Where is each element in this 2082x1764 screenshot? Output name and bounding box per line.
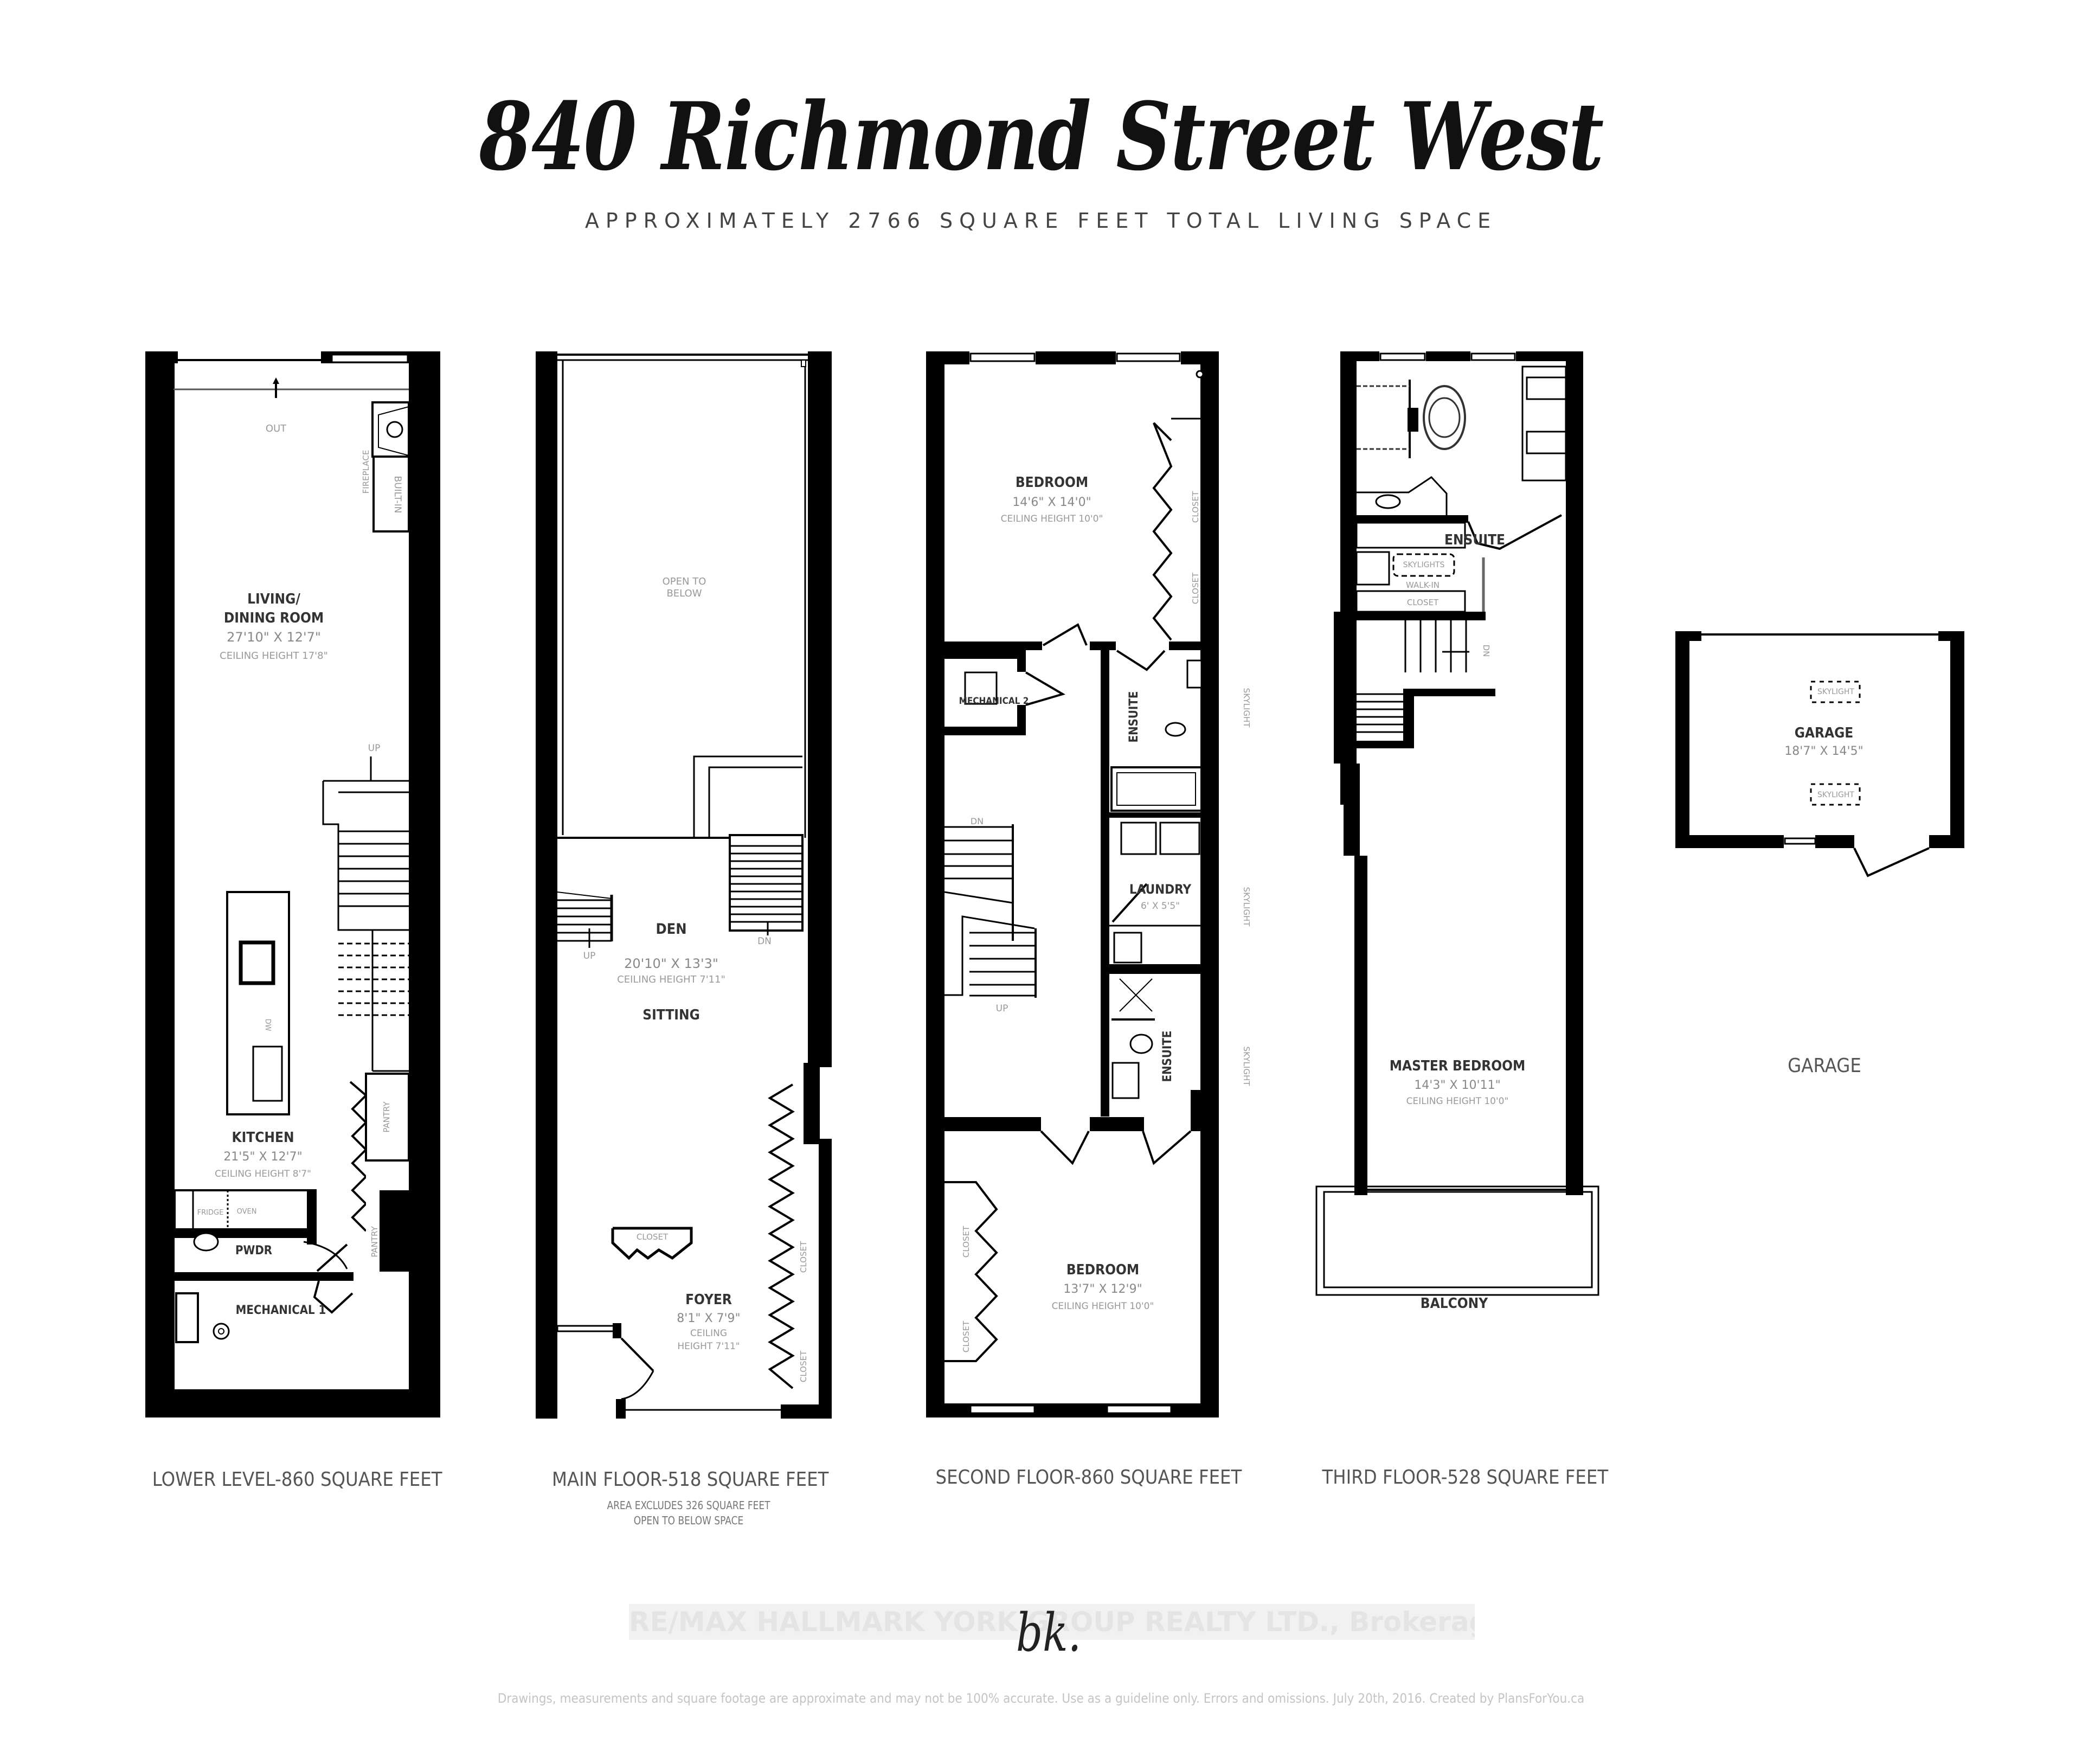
closet-label-1: CLOSET <box>1191 491 1200 523</box>
skylights-label: SKYLIGHTS <box>1403 561 1445 569</box>
room-bedroom-1-ceiling: CEILING HEIGHT 10'0" <box>1001 514 1103 524</box>
floor-label-main-floor: MAIN FLOOR-518 SQUARE FEET <box>552 1468 829 1491</box>
closet-label-2: CLOSET <box>1191 572 1200 604</box>
room-foyer-label: FOYER <box>685 1292 732 1308</box>
brokerage-watermark: RE/MAX HALLMARK YORK GROUP REALTY LTD., … <box>629 1604 1475 1640</box>
pantry-label-2: PANTRY <box>370 1226 380 1257</box>
closet-label-3: CLOSET <box>961 1226 971 1258</box>
dishwasher-label: DW <box>264 1019 272 1031</box>
room-mechanical-2-label: MECHANICAL 2 <box>959 696 1029 707</box>
room-bedroom-2-dims: 13'7" X 12'9" <box>1063 1282 1142 1296</box>
room-laundry-dims: 6' X 5'5" <box>1141 901 1180 912</box>
room-bedroom-1-dims: 14'6" X 14'0" <box>1012 496 1091 509</box>
floorplan-third-floor: ENSUITE SKYLIGHTS WALK-IN CLOSET DN MAST… <box>1315 351 1599 1312</box>
built-in-label: BUILT-IN <box>392 476 403 514</box>
room-foyer-ceiling-2: HEIGHT 7'11" <box>677 1341 740 1352</box>
room-den-label: DEN <box>656 921 686 938</box>
room-bedroom-2-ceiling: CEILING HEIGHT 10'0" <box>1052 1301 1154 1312</box>
fridge-label: FRIDGE <box>197 1209 224 1217</box>
disclaimer-text: Drawings, measurements and square footag… <box>497 1691 1585 1706</box>
room-kitchen-ceiling: CEILING HEIGHT 8'7" <box>215 1169 311 1179</box>
stairs-down-label: DN <box>1481 645 1491 657</box>
room-den-ceiling: CEILING HEIGHT 7'11" <box>617 974 725 985</box>
room-living-dining-dims: 27'10" X 12'7" <box>227 630 321 645</box>
fireplace-label: FIREPLACE <box>361 450 371 494</box>
room-laundry-label: LAUNDRY <box>1129 882 1192 897</box>
stairs-up-label: UP <box>583 951 596 961</box>
room-garage-dims: 18'7" X 14'5" <box>1784 745 1863 758</box>
stairs-up-label: UP <box>996 1003 1008 1014</box>
room-master-bedroom-dims: 14'3" X 10'11" <box>1414 1079 1500 1092</box>
skylight-label-1: SKYLIGHT <box>1242 688 1251 728</box>
floor-label-lower-level: LOWER LEVEL-860 SQUARE FEET <box>152 1468 442 1491</box>
bk-logo: bk. <box>1016 1602 1082 1663</box>
room-living-dining-label-2: DINING ROOM <box>224 610 324 626</box>
skylight-label-3: SKYLIGHT <box>1242 1047 1251 1087</box>
stairs-down-label: DN <box>757 936 772 947</box>
room-sitting-label: SITTING <box>642 1007 700 1023</box>
room-living-dining-label-1: LIVING/ <box>247 591 300 607</box>
room-powder-label: PWDR <box>235 1244 272 1258</box>
out-label: OUT <box>266 423 287 434</box>
main-floor-note-line-1: AREA EXCLUDES 326 SQUARE FEET <box>607 1499 770 1512</box>
room-balcony-label: BALCONY <box>1421 1295 1488 1312</box>
room-foyer-dims: 8'1" X 7'9" <box>677 1312 740 1325</box>
room-kitchen-dims: 21'5" X 12'7" <box>223 1150 302 1164</box>
page-title: 840 Richmond Street West <box>479 81 1604 191</box>
floorplan-lower-level: OUT LIVING/ DINING ROOM 27'10" X 12'7" C… <box>145 351 440 1417</box>
room-foyer-ceiling-1: CEILING <box>690 1328 727 1339</box>
room-ensuite-1-label: ENSUITE <box>1127 691 1141 743</box>
floor-label-second-floor: SECOND FLOOR-860 SQUARE FEET <box>935 1466 1242 1489</box>
room-ensuite-label: ENSUITE <box>1444 532 1505 548</box>
walk-in-closet-label-2: CLOSET <box>1407 598 1439 607</box>
room-bedroom-2-label: BEDROOM <box>1066 1262 1139 1278</box>
skylight-label-2: SKYLIGHT <box>1817 791 1854 799</box>
total-area-subtitle: APPROXIMATELY 2766 SQUARE FEET TOTAL LIV… <box>584 209 1498 233</box>
main-floor-note: AREA EXCLUDES 326 SQUARE FEET OPEN TO BE… <box>578 1498 799 1528</box>
room-mechanical-1-label: MECHANICAL 1 <box>236 1304 326 1317</box>
room-ensuite-2-label: ENSUITE <box>1161 1031 1174 1082</box>
skylight-label-1: SKYLIGHT <box>1817 688 1854 696</box>
closet-label-1: CLOSET <box>799 1241 808 1273</box>
oven-label: OVEN <box>237 1208 257 1216</box>
room-master-bedroom-label: MASTER BEDROOM <box>1390 1058 1526 1074</box>
foyer-closet-label: CLOSET <box>637 1232 669 1242</box>
floorplan-main-floor: OPEN TO BELOW DEN UP DN 20'10" X 13'3" C… <box>536 351 832 1419</box>
main-floor-note-line-2: OPEN TO BELOW SPACE <box>633 1514 744 1527</box>
room-den-dims: 20'10" X 13'3" <box>624 956 718 971</box>
floorplan-second-floor: BEDROOM 14'6" X 14'0" CEILING HEIGHT 10'… <box>926 351 1251 1417</box>
open-to-below-label-2: BELOW <box>666 588 702 599</box>
room-master-bedroom-ceiling: CEILING HEIGHT 10'0" <box>1406 1096 1509 1107</box>
room-garage-label: GARAGE <box>1795 725 1854 741</box>
closet-label-4: CLOSET <box>961 1320 971 1352</box>
skylight-label-2: SKYLIGHT <box>1242 887 1251 927</box>
room-bedroom-1-label: BEDROOM <box>1016 474 1088 491</box>
room-living-dining-ceiling: CEILING HEIGHT 17'8" <box>220 650 328 662</box>
open-to-below-label-1: OPEN TO <box>663 576 706 587</box>
room-kitchen-label: KITCHEN <box>232 1130 294 1146</box>
floor-label-garage: GARAGE <box>1788 1055 1861 1077</box>
floor-label-third-floor: THIRD FLOOR-528 SQUARE FEET <box>1322 1466 1609 1489</box>
floorplan-garage: SKYLIGHT SKYLIGHT GARAGE 18'7" X 14'5" <box>1675 631 1964 877</box>
closet-label-2: CLOSET <box>799 1350 808 1382</box>
stairs-down-label: DN <box>971 816 984 826</box>
stairs-up-label: UP <box>368 743 381 754</box>
walk-in-closet-label-1: WALK-IN <box>1406 580 1440 590</box>
pantry-label-1: PANTRY <box>382 1101 391 1132</box>
